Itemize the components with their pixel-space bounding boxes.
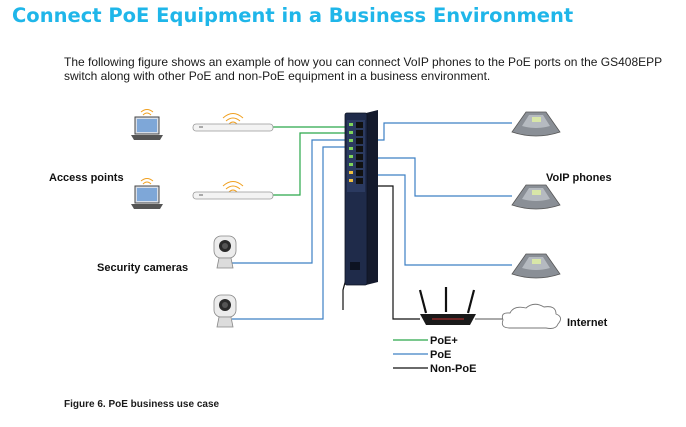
cable-phone3	[372, 174, 512, 266]
figure-caption: Figure 6. PoE business use case	[64, 399, 220, 410]
label-internet: Internet	[567, 317, 608, 329]
voip-phone-icon	[511, 184, 561, 210]
laptop-icon	[131, 178, 163, 209]
legend-label-poe-plus: PoE+	[430, 335, 458, 347]
label-access-points: Access points	[49, 172, 124, 184]
cable-cam1	[232, 139, 347, 264]
access-point-icon	[192, 181, 274, 200]
intro-paragraph: The following figure shows an example of…	[64, 55, 662, 83]
switch-icon	[344, 110, 378, 286]
page-title: Connect PoE Equipment in a Business Envi…	[12, 4, 574, 27]
voip-phone-icon	[511, 253, 561, 279]
cable-phone1	[372, 122, 512, 141]
legend-label-poe: PoE	[430, 349, 451, 361]
cloud-icon	[501, 303, 561, 329]
security-camera-icon	[213, 235, 237, 269]
cable-phone2	[372, 157, 512, 197]
label-voip-phones: VoIP phones	[546, 172, 612, 184]
security-camera-icon	[213, 294, 237, 328]
router-icon	[418, 287, 476, 325]
cable-ap2	[272, 132, 347, 196]
access-point-icon	[192, 113, 274, 132]
legend-label-non-poe: Non-PoE	[430, 363, 476, 375]
cables	[232, 122, 512, 320]
voip-phone-icon	[511, 111, 561, 137]
cable-cam2	[232, 146, 347, 320]
laptop-icon	[131, 109, 163, 140]
legend: PoE+ PoE Non-PoE	[393, 335, 476, 375]
cable-router	[372, 185, 420, 320]
label-security-cameras: Security cameras	[97, 262, 188, 274]
